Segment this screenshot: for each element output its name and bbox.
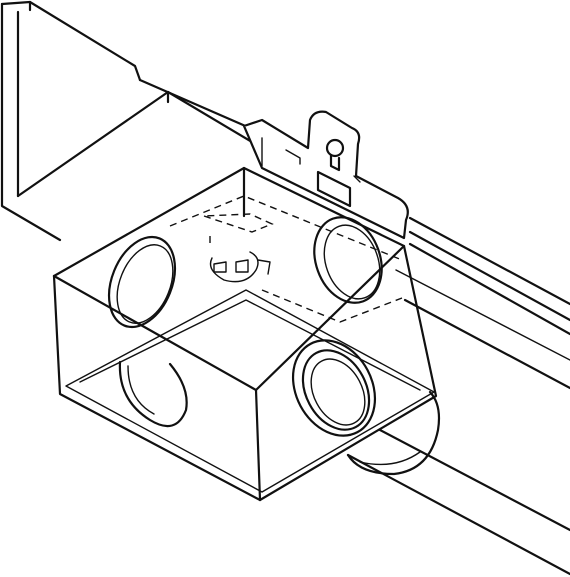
knockout-holes <box>107 216 383 437</box>
keyhole-slot <box>325 138 345 172</box>
mounting-bracket <box>242 110 409 240</box>
duct-pipe <box>346 390 570 576</box>
ceiling-joist <box>138 78 570 390</box>
wall-stud-block <box>0 0 264 242</box>
bracket-slot <box>316 170 352 208</box>
